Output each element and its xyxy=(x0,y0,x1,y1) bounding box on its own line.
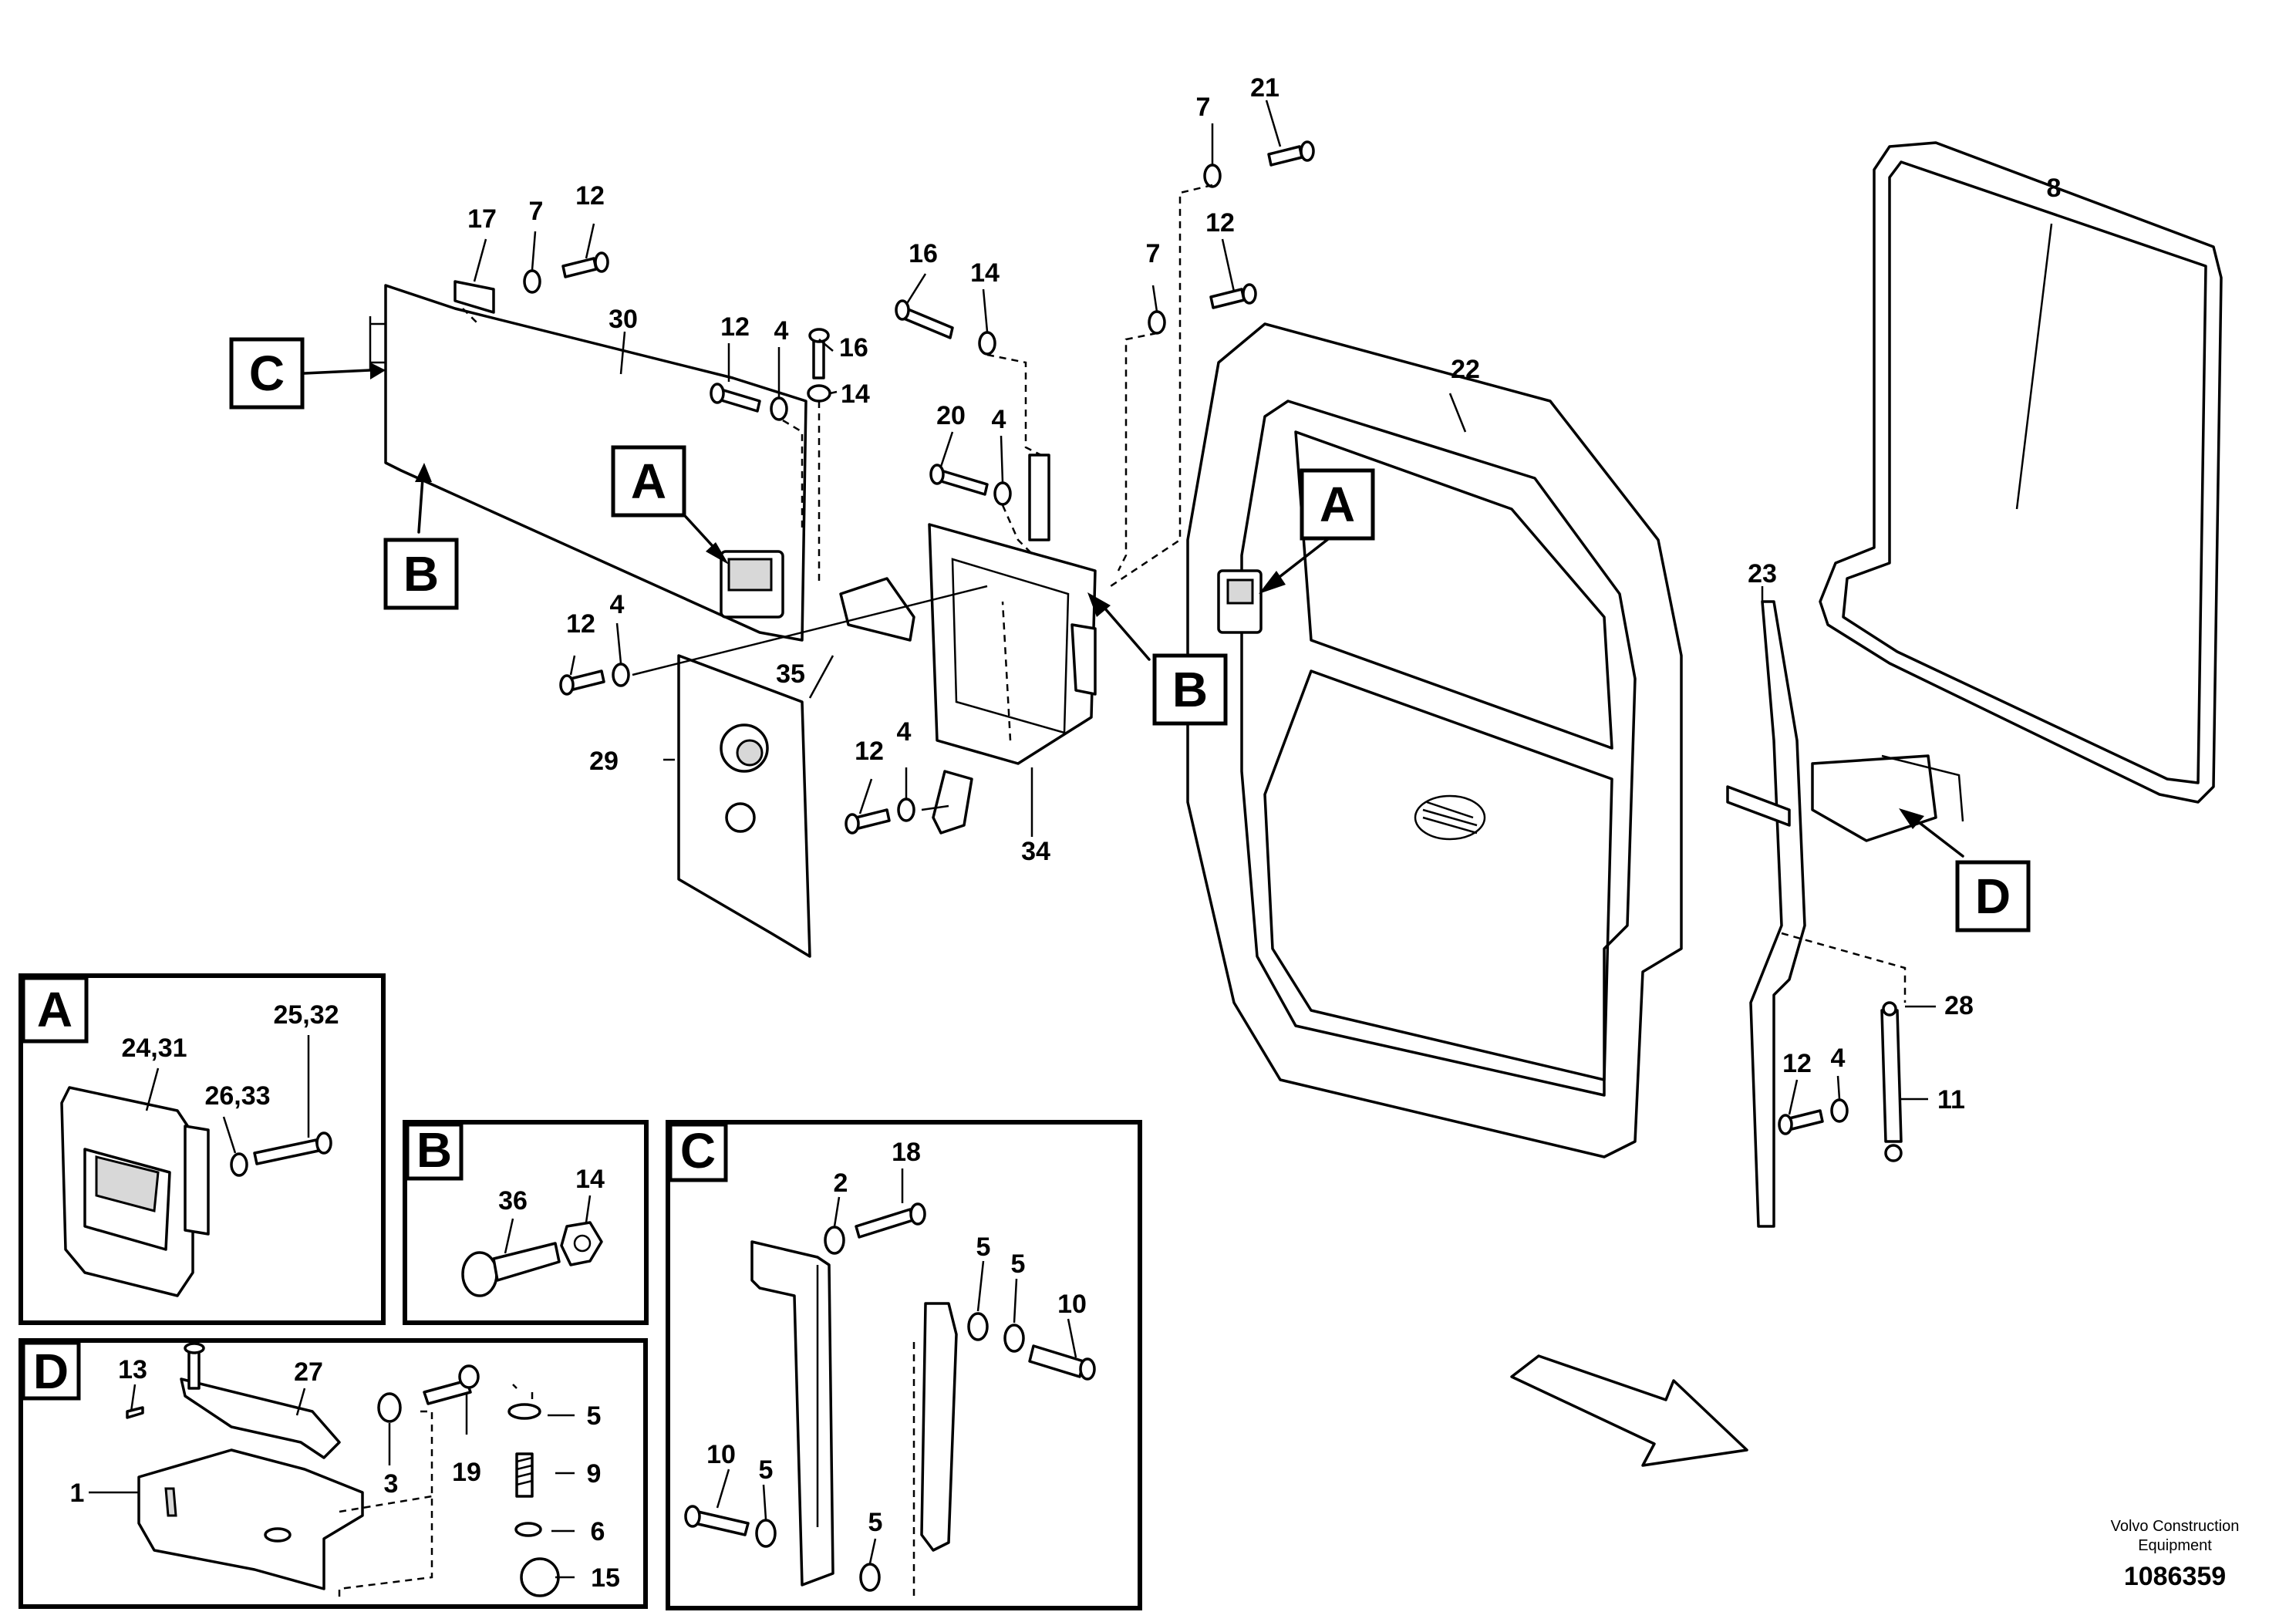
label-7-top: 7 xyxy=(1196,93,1211,122)
label-4-hinge: 4 xyxy=(1831,1044,1846,1073)
label-6: 6 xyxy=(591,1517,605,1546)
label-22: 22 xyxy=(1451,355,1480,384)
direction-arrow xyxy=(1510,1354,1748,1467)
label-24-31: 24,31 xyxy=(121,1034,187,1063)
svg-text:A: A xyxy=(1320,477,1355,532)
label-12-bracket: 12 xyxy=(855,737,884,766)
door-vent-grille xyxy=(1414,794,1486,841)
label-12-panel: 12 xyxy=(575,181,605,211)
label-5-c1: 5 xyxy=(976,1233,991,1262)
label-28: 28 xyxy=(1944,991,1974,1020)
svg-text:A: A xyxy=(631,454,666,509)
detail-c-title: C xyxy=(680,1123,716,1179)
label-21: 21 xyxy=(1250,73,1279,103)
detail-b-title: B xyxy=(416,1122,452,1178)
label-4-bracket: 4 xyxy=(897,717,912,747)
callout-box-b-bracket: B xyxy=(1152,653,1228,726)
label-4-left: 4 xyxy=(610,590,625,619)
label-12-mid: 12 xyxy=(720,312,750,342)
label-23: 23 xyxy=(1748,559,1777,588)
detail-panel-a: A 24,31 26,33 25,32 xyxy=(19,973,386,1325)
detail-panel-d: D 13 27 5 9 19 3 1 6 15 xyxy=(19,1338,648,1609)
label-35: 35 xyxy=(776,659,805,689)
label-10-c2: 10 xyxy=(706,1440,736,1469)
label-11: 11 xyxy=(1937,1085,1965,1114)
label-34: 34 xyxy=(1021,837,1050,866)
callout-box-d: D xyxy=(1955,860,2031,932)
label-14-top: 14 xyxy=(970,258,1000,288)
leader-lines-main xyxy=(462,99,2053,1115)
label-29: 29 xyxy=(589,747,619,776)
label-15: 15 xyxy=(591,1563,620,1593)
label-19: 19 xyxy=(452,1458,481,1487)
callout-box-a-panel: A xyxy=(611,445,686,518)
brand-line-1: Volvo Construction xyxy=(2111,1518,2240,1535)
label-2: 2 xyxy=(834,1168,848,1198)
label-16-top: 16 xyxy=(909,239,938,268)
label-5-c2: 5 xyxy=(1011,1249,1026,1279)
label-16-mid: 16 xyxy=(839,333,868,363)
label-4-20: 4 xyxy=(992,405,1006,434)
brand-block: Volvo Construction Equipment 1086359 xyxy=(2111,1518,2240,1591)
strut-11 xyxy=(1880,1001,1903,1162)
label-10-c1: 10 xyxy=(1057,1290,1087,1319)
label-12-door: 12 xyxy=(1205,208,1235,238)
label-12-left: 12 xyxy=(566,609,595,639)
window-seal-part xyxy=(1819,141,2223,804)
detail-panel-c: C 2 18 5 5 10 10 5 5 xyxy=(666,1120,1142,1610)
label-3: 3 xyxy=(384,1469,399,1499)
label-5-d: 5 xyxy=(587,1401,602,1431)
door-frame-part xyxy=(1186,322,1683,1158)
callout-box-b-panel: B xyxy=(383,538,459,610)
label-26-33: 26,33 xyxy=(204,1081,270,1111)
label-9: 9 xyxy=(587,1459,602,1489)
label-27: 27 xyxy=(294,1357,323,1387)
svg-text:B: B xyxy=(1172,662,1208,717)
label-30: 30 xyxy=(609,305,638,334)
label-36: 36 xyxy=(498,1186,528,1216)
label-4-mid: 4 xyxy=(774,316,789,346)
label-13: 13 xyxy=(118,1355,147,1384)
label-18: 18 xyxy=(892,1138,921,1167)
label-7-door: 7 xyxy=(1146,239,1161,268)
document-number: 1086359 xyxy=(2124,1562,2226,1591)
label-1: 1 xyxy=(70,1479,85,1508)
panel-29 xyxy=(677,654,811,958)
label-25-32: 25,32 xyxy=(273,1000,339,1030)
label-17: 17 xyxy=(467,204,497,234)
label-7-panel: 7 xyxy=(529,197,544,226)
callout-arrows xyxy=(303,363,1964,858)
label-8: 8 xyxy=(2047,174,2062,203)
callout-boxes: C B A A B D xyxy=(229,337,2031,932)
label-14-b: 14 xyxy=(575,1165,605,1194)
fasteners-main xyxy=(453,140,1849,1135)
panel-plate-30 xyxy=(369,284,807,642)
detail-panel-b: B 36 14 xyxy=(403,1120,649,1325)
label-20: 20 xyxy=(936,401,966,430)
label-5-c4: 5 xyxy=(868,1508,883,1537)
brand-line-2: Equipment xyxy=(2138,1537,2212,1554)
svg-text:B: B xyxy=(403,546,439,602)
detail-a-title: A xyxy=(37,982,72,1037)
label-5-c3: 5 xyxy=(759,1455,774,1485)
main-part-labels: 7 21 8 17 7 12 16 14 7 12 30 12 4 16 14 … xyxy=(467,73,2061,1114)
bracket-34 xyxy=(839,523,1097,835)
svg-text:C: C xyxy=(249,346,285,401)
callout-box-a-door: A xyxy=(1300,468,1375,541)
svg-text:D: D xyxy=(1975,868,2011,924)
detail-d-title: D xyxy=(33,1344,69,1399)
callout-box-c: C xyxy=(229,337,305,410)
label-12-hinge: 12 xyxy=(1782,1049,1812,1078)
label-14-mid: 14 xyxy=(841,379,870,409)
hinge-strip-23 xyxy=(1726,600,1937,1228)
